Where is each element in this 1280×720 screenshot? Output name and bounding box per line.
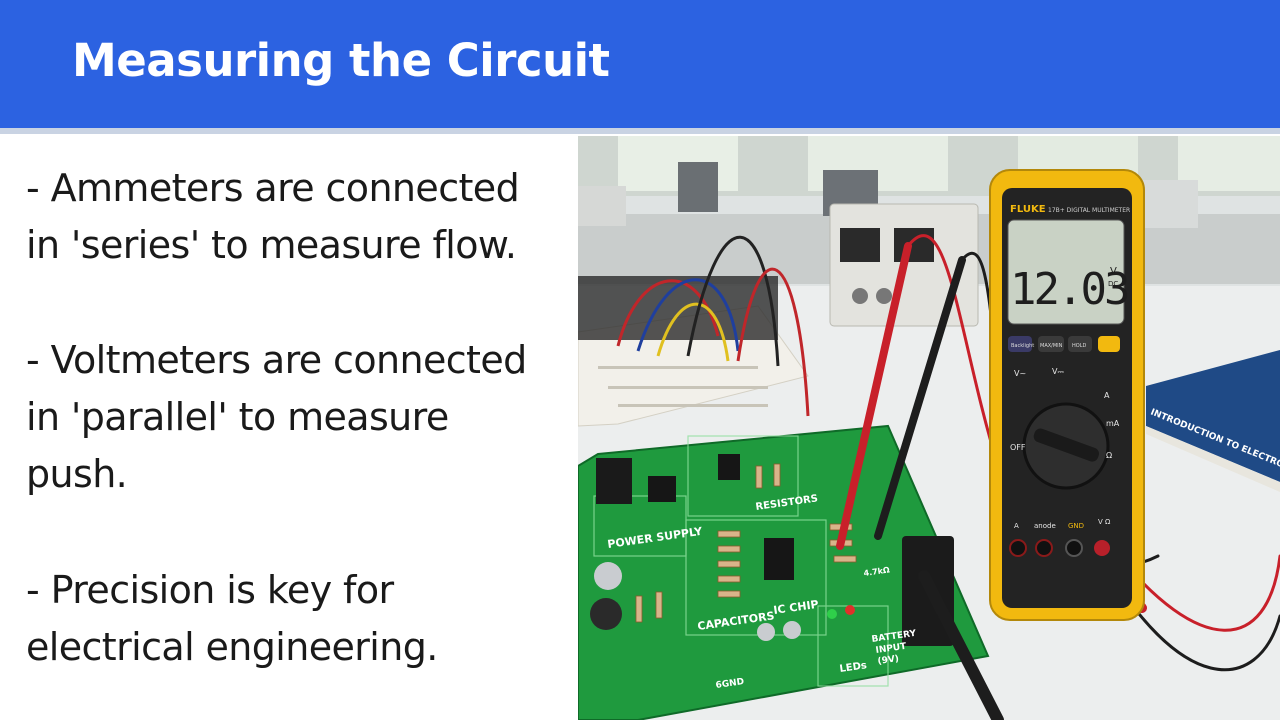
meter-button-hold: HOLD [1072, 343, 1086, 349]
board-label-gnd: 6GND [715, 677, 745, 691]
svg-text:(9V): (9V) [877, 654, 900, 667]
board-label-r-value: 4.7kΩ [863, 565, 890, 578]
dial-label-ma: mA [1106, 419, 1120, 428]
dial-label-ohm: Ω [1106, 451, 1112, 460]
dial-label-vdc: V⎓ [1052, 367, 1064, 376]
jack-label-anode: anode [1034, 522, 1056, 530]
board-label-leds: LEDs [839, 660, 868, 675]
meter-model: 17B+ DIGITAL MULTIMETER [1048, 207, 1130, 214]
board-label-ic-chip: IC CHIP [773, 598, 820, 617]
jack-label-v: V Ω [1098, 518, 1111, 526]
title-divider [0, 128, 1280, 134]
multimeter: FLUKE 17B+ DIGITAL MULTIMETER 12.03 V DC… [989, 169, 1145, 621]
multimeter-photo: POWER SUPPLY RESISTORS CAPACITORS IC CHI… [578, 136, 1280, 720]
dial-label-off: OFF [1010, 443, 1026, 452]
meter-reading: 12.03 [1010, 264, 1128, 315]
bullet-item-voltmeters: - Voltmeters are connected in 'parallel'… [26, 338, 527, 496]
title-bar: Measuring the Circuit [0, 0, 1280, 128]
meter-brand: FLUKE [1010, 204, 1046, 215]
dial-label-a: A [1104, 391, 1110, 400]
bullet-item-ammeters: - Ammeters are connected in 'series' to … [26, 166, 520, 267]
jack-label-gnd: GND [1068, 522, 1084, 530]
meter-button-maxmin: MAX/MIN [1040, 343, 1063, 349]
meter-unit: V [1110, 266, 1117, 277]
meter-unit-sub: DC [1108, 280, 1118, 288]
bullet-item-precision: - Precision is key for electrical engine… [26, 568, 438, 669]
dial-label-vac: V~ [1014, 369, 1026, 378]
svg-text:INPUT: INPUT [875, 642, 908, 656]
meter-button-backlight: Backlight [1011, 343, 1034, 349]
slide-title: Measuring the Circuit [72, 34, 610, 87]
jack-label-a: A [1014, 522, 1019, 530]
